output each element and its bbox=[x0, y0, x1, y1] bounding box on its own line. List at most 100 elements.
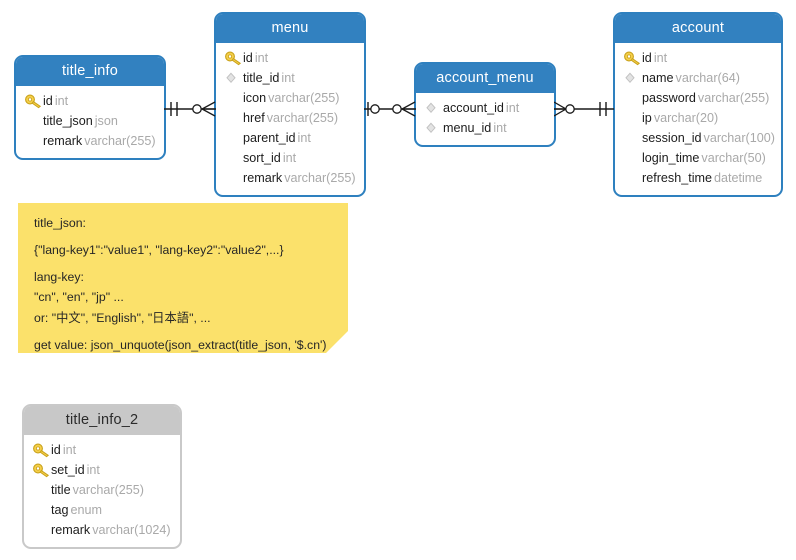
field-row[interactable]: remark varchar(255) bbox=[216, 168, 364, 188]
field-type: int bbox=[62, 443, 77, 457]
field-type: varchar(255) bbox=[697, 91, 770, 105]
spacer-icon bbox=[623, 170, 642, 186]
entity-fields-account: id int name varchar(64) password varchar… bbox=[615, 43, 781, 195]
field-row[interactable]: id int bbox=[16, 91, 164, 111]
entity-title-title_info: title_info bbox=[16, 57, 164, 86]
entity-fields-title_info: id int title_json json remark varchar(25… bbox=[16, 86, 164, 158]
note-line: get value: json_unquote(json_extract(tit… bbox=[34, 337, 327, 352]
field-type: int bbox=[493, 121, 507, 135]
title-json-note[interactable]: title_json: {"lang-key1":"value1", "lang… bbox=[18, 203, 348, 353]
key-icon bbox=[224, 50, 243, 66]
field-type: varchar(100) bbox=[703, 131, 775, 145]
field-row[interactable]: parent_id int bbox=[216, 128, 364, 148]
field-row[interactable]: sort_id int bbox=[216, 148, 364, 168]
field-type: varchar(20) bbox=[653, 111, 719, 125]
field-type: int bbox=[297, 131, 311, 145]
entity-title-account_menu: account_menu bbox=[416, 64, 554, 93]
field-name: password bbox=[642, 91, 696, 105]
field-name: sort_id bbox=[243, 151, 281, 165]
note-line: lang-key: bbox=[34, 269, 84, 284]
field-name: account_id bbox=[443, 101, 504, 115]
field-type: varchar(64) bbox=[675, 71, 740, 85]
field-name: session_id bbox=[642, 131, 702, 145]
spacer-icon bbox=[32, 482, 51, 498]
field-row[interactable]: id int bbox=[615, 48, 781, 68]
field-row[interactable]: title_id int bbox=[216, 68, 364, 88]
spacer-icon bbox=[623, 130, 642, 146]
diamond-icon bbox=[224, 70, 243, 86]
field-row[interactable]: title varchar(255) bbox=[24, 480, 180, 500]
note-line: title_json: bbox=[34, 216, 86, 230]
diamond-icon bbox=[623, 70, 642, 86]
field-name: id bbox=[51, 443, 61, 457]
field-row[interactable]: name varchar(64) bbox=[615, 68, 781, 88]
entity-table-menu[interactable]: menu id int title_id int bbox=[214, 12, 366, 197]
field-row[interactable]: icon varchar(255) bbox=[216, 88, 364, 108]
field-type: int bbox=[653, 51, 668, 65]
field-row[interactable]: set_id int bbox=[24, 460, 180, 480]
spacer-icon bbox=[24, 133, 43, 149]
field-row[interactable]: menu_id int bbox=[416, 118, 554, 138]
field-name: tag bbox=[51, 503, 69, 517]
field-type: int bbox=[54, 94, 69, 108]
field-type: varchar(50) bbox=[701, 151, 766, 165]
key-icon bbox=[623, 50, 642, 66]
field-name: title bbox=[51, 483, 71, 497]
relationship-title_info-menu[interactable] bbox=[164, 97, 216, 121]
spacer-icon bbox=[32, 502, 51, 518]
entity-title-menu: menu bbox=[216, 14, 364, 43]
entity-table-account[interactable]: account id int name varchar(64) bbox=[613, 12, 783, 197]
field-name: id bbox=[243, 51, 253, 65]
spacer-icon bbox=[623, 110, 642, 126]
note-fold-corner bbox=[326, 331, 348, 353]
field-name: title_id bbox=[243, 71, 280, 85]
field-name: remark bbox=[243, 171, 283, 185]
entity-title-title_info_2: title_info_2 bbox=[24, 406, 180, 435]
field-row[interactable]: href varchar(255) bbox=[216, 108, 364, 128]
relationship-menu-account_menu[interactable] bbox=[364, 97, 416, 121]
field-type: datetime bbox=[714, 171, 763, 185]
field-name: refresh_time bbox=[642, 171, 712, 185]
field-name: parent_id bbox=[243, 131, 296, 145]
entity-table-title_info_2[interactable]: title_info_2 id int set_id bbox=[22, 404, 182, 549]
field-row[interactable]: password varchar(255) bbox=[615, 88, 781, 108]
field-name: id bbox=[642, 51, 652, 65]
field-name: ip bbox=[642, 111, 652, 125]
field-type: json bbox=[94, 114, 118, 128]
spacer-icon bbox=[623, 90, 642, 106]
entity-table-title_info[interactable]: title_info id int title_json json remark… bbox=[14, 55, 166, 160]
spacer-icon bbox=[224, 170, 243, 186]
field-row[interactable]: title_json json bbox=[16, 111, 164, 131]
field-row[interactable]: remark varchar(1024) bbox=[24, 520, 180, 540]
relationship-account_menu-account[interactable] bbox=[554, 97, 614, 121]
field-row[interactable]: login_time varchar(50) bbox=[615, 148, 781, 168]
note-content: title_json: {"lang-key1":"value1", "lang… bbox=[18, 203, 348, 353]
field-name: title_json bbox=[43, 114, 93, 128]
field-type: varchar(255) bbox=[284, 171, 356, 185]
field-type: int bbox=[254, 51, 269, 65]
spacer-icon bbox=[224, 110, 243, 126]
field-row[interactable]: session_id varchar(100) bbox=[615, 128, 781, 148]
note-line: "cn", "en", "jp" ... bbox=[34, 290, 124, 305]
key-icon bbox=[32, 462, 51, 478]
field-type: int bbox=[86, 463, 100, 477]
field-row[interactable]: tag enum bbox=[24, 500, 180, 520]
field-row[interactable]: id int bbox=[216, 48, 364, 68]
field-row[interactable]: refresh_time datetime bbox=[615, 168, 781, 188]
entity-title-account: account bbox=[615, 14, 781, 43]
field-name: login_time bbox=[642, 151, 700, 165]
field-name: id bbox=[43, 94, 53, 108]
field-row[interactable]: ip varchar(20) bbox=[615, 108, 781, 128]
field-name: name bbox=[642, 71, 674, 85]
spacer-icon bbox=[224, 90, 243, 106]
field-row[interactable]: remark varchar(255) bbox=[16, 131, 164, 151]
field-type: int bbox=[505, 101, 520, 115]
field-type: varchar(255) bbox=[72, 483, 145, 497]
field-row[interactable]: account_id int bbox=[416, 98, 554, 118]
diamond-icon bbox=[424, 100, 443, 116]
field-row[interactable]: id int bbox=[24, 440, 180, 460]
field-name: href bbox=[243, 111, 265, 125]
entity-table-account_menu[interactable]: account_menu account_id int menu_id int bbox=[414, 62, 556, 147]
field-type: varchar(1024) bbox=[92, 523, 171, 537]
field-type: varchar(255) bbox=[266, 111, 339, 125]
